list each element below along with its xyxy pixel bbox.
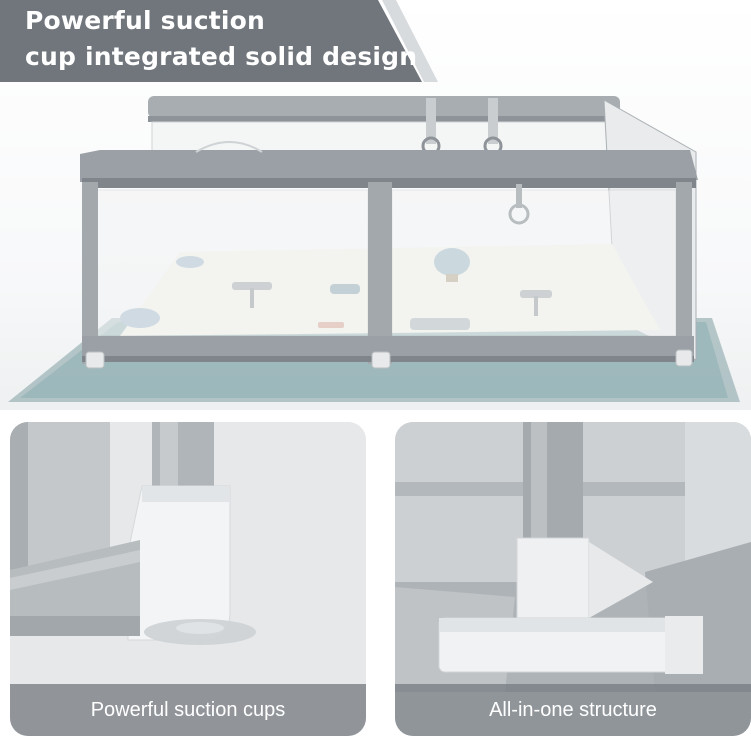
panel-caption-all-in-one: All-in-one structure xyxy=(395,684,751,736)
playpen-image xyxy=(8,96,740,402)
panel-caption-suction-cups: Powerful suction cups xyxy=(10,684,366,736)
banner-shape xyxy=(0,0,438,82)
headline-line-1: Powerful suction xyxy=(25,6,266,35)
headline-banner: Powerful suction cup integrated solid de… xyxy=(0,0,751,82)
detail-panel-all-in-one: All-in-one structure xyxy=(395,422,751,736)
t-joint-structure-image xyxy=(395,422,751,736)
headline-line-2: cup integrated solid design xyxy=(25,42,418,71)
headline-text: Powerful suction cup integrated solid de… xyxy=(25,3,417,75)
detail-panel-suction-cups: Powerful suction cups xyxy=(10,422,366,736)
suction-cup-joint-image xyxy=(10,422,366,736)
